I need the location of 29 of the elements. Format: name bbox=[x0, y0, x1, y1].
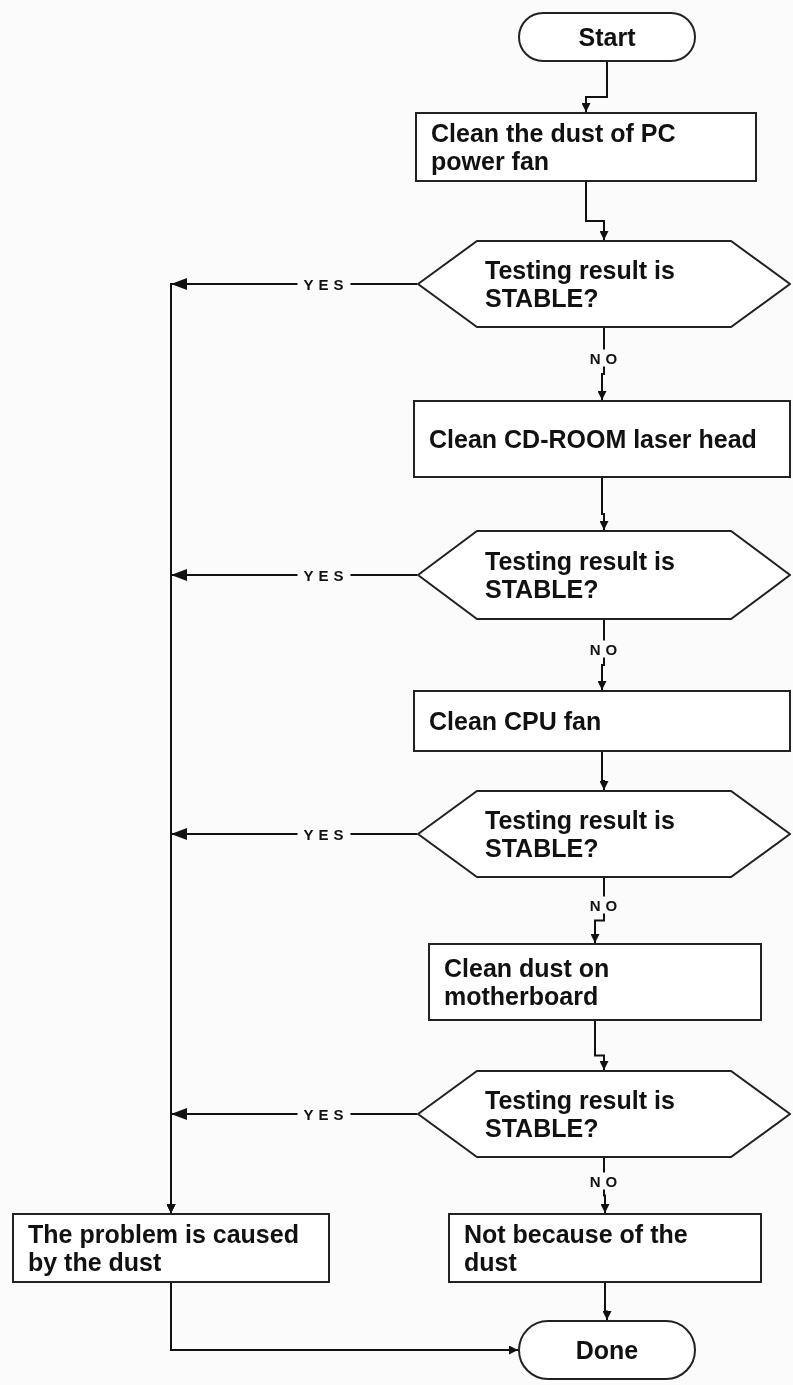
decision-hexagon bbox=[417, 240, 791, 328]
arrow bbox=[602, 1282, 612, 1321]
step-text: Start bbox=[578, 23, 636, 51]
step-text: Testing result is STABLE? bbox=[485, 256, 676, 312]
arrow bbox=[585, 181, 609, 241]
step-text: Clean the dust of PC power fan bbox=[431, 119, 677, 175]
process-box bbox=[428, 943, 762, 1021]
step-text: Not because of the dust bbox=[464, 1220, 689, 1276]
process-box bbox=[413, 400, 791, 478]
step-text: Done bbox=[575, 1336, 639, 1364]
decision-hexagon bbox=[417, 530, 791, 620]
step-text: Testing result is STABLE? bbox=[485, 1086, 676, 1142]
arrow bbox=[594, 1020, 609, 1071]
process-box bbox=[448, 1213, 762, 1283]
step-text: Clean dust on motherboard bbox=[444, 954, 611, 1010]
step-text: Clean CD-ROOM laser head bbox=[429, 425, 757, 453]
step-text: Clean CPU fan bbox=[429, 707, 602, 735]
process-box bbox=[12, 1213, 330, 1283]
arrow bbox=[599, 751, 609, 791]
arrow bbox=[581, 61, 608, 113]
step-text: Testing result is STABLE? bbox=[485, 547, 676, 603]
decision-hexagon bbox=[417, 1070, 791, 1158]
arrow bbox=[170, 1282, 519, 1355]
step-text: The problem is caused by the dust bbox=[28, 1220, 300, 1276]
arrow bbox=[599, 477, 609, 531]
step-text: Testing result is STABLE? bbox=[485, 806, 676, 862]
process-box bbox=[415, 112, 757, 182]
process-box bbox=[413, 690, 791, 752]
decision-hexagon bbox=[417, 790, 791, 878]
